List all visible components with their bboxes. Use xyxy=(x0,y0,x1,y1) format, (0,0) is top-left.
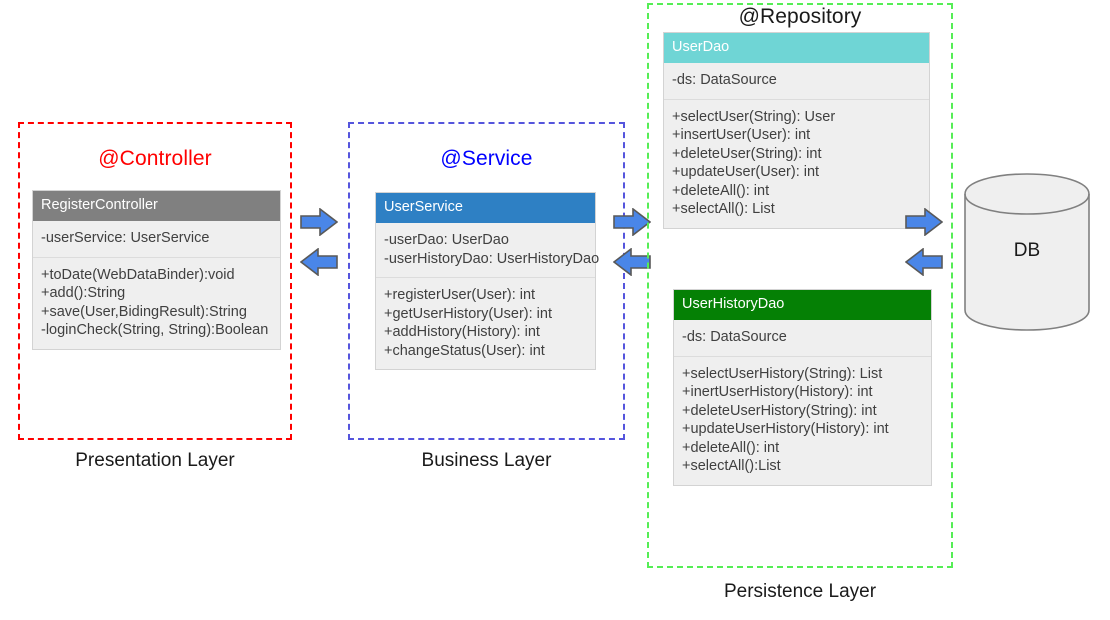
arrow-left-icon xyxy=(905,248,943,276)
operation-row: +deleteUserHistory(String): int xyxy=(682,402,877,419)
class-name-user-history-dao: UserHistoryDao xyxy=(674,290,931,320)
arrow-right-icon xyxy=(300,208,338,236)
presentation-layer-caption: Presentation Layer xyxy=(75,450,235,471)
connector-service-repository xyxy=(613,208,651,276)
controller-annotation-label: @Controller xyxy=(98,147,212,170)
operation-row: +changeStatus(User): int xyxy=(384,342,545,359)
operation-row: +toDate(WebDataBinder):void xyxy=(41,266,235,283)
operation-row: +registerUser(User): int xyxy=(384,287,536,303)
class-box-user-dao[interactable]: UserDao -ds: DataSource +selectUser(Stri… xyxy=(663,32,930,229)
attributes-compartment-register-controller: -userService: UserService xyxy=(33,221,280,258)
persistence-layer-boundary xyxy=(647,3,953,568)
operation-row: +deleteAll(): int xyxy=(682,439,780,456)
attributes-compartment-user-history-dao: -ds: DataSource xyxy=(674,320,931,357)
operation-row: +inertUserHistory(History): int xyxy=(682,384,873,400)
service-annotation-label: @Service xyxy=(440,147,533,170)
attributes-compartment-user-service: -userDao: UserDao -userHistoryDao: UserH… xyxy=(376,223,600,278)
class-box-user-history-dao[interactable]: UserHistoryDao -ds: DataSource +selectUs… xyxy=(673,289,932,486)
operation-row: +insertUser(User): int xyxy=(672,127,811,143)
business-layer-caption: Business Layer xyxy=(421,450,552,471)
arrow-right-icon xyxy=(905,208,943,236)
attribute-row: -userDao: UserDao xyxy=(384,232,509,248)
operations-compartment-user-dao: +selectUser(String): User +insertUser(Us… xyxy=(664,99,929,228)
arrow-left-icon xyxy=(613,248,651,276)
operation-row: +selectUserHistory(String): List xyxy=(682,365,883,382)
class-box-user-service[interactable]: UserService -userDao: UserDao -userHisto… xyxy=(375,192,600,370)
operations-compartment-register-controller: +toDate(WebDataBinder):void +add():Strin… xyxy=(33,257,280,349)
operation-row: +deleteUser(String): int xyxy=(672,145,822,162)
attribute-row: -userService: UserService xyxy=(41,230,210,246)
attribute-row: -ds: DataSource xyxy=(682,329,787,345)
persistence-layer-caption: Persistence Layer xyxy=(723,581,877,602)
operations-compartment-user-service: +registerUser(User): int +getUserHistory… xyxy=(376,278,595,369)
class-name-user-dao: UserDao xyxy=(664,33,929,63)
operation-row: +getUserHistory(User): int xyxy=(384,305,552,322)
class-box-register-controller[interactable]: RegisterController -userService: UserSer… xyxy=(32,190,281,350)
connector-controller-service xyxy=(300,208,338,276)
operation-row: +deleteAll(): int xyxy=(672,182,770,199)
operation-row: +selectAll(): List xyxy=(672,201,775,217)
attribute-row: -userHistoryDao: UserHistoryDao xyxy=(384,250,600,267)
arrow-left-icon xyxy=(300,248,338,276)
operation-row: -loginCheck(String, String):Boolean xyxy=(41,322,269,338)
operation-row: +selectUser(String): User xyxy=(672,108,836,125)
database-label: DB xyxy=(1013,240,1041,261)
class-name-user-service: UserService xyxy=(376,193,595,223)
connector-repository-database xyxy=(905,208,943,276)
operation-row: +add():String xyxy=(41,285,126,301)
business-layer-boundary xyxy=(348,122,625,440)
operation-row: +selectAll():List xyxy=(682,458,781,474)
operation-row: +updateUserHistory(History): int xyxy=(682,421,889,437)
operation-row: +addHistory(History): int xyxy=(384,324,540,340)
arrow-right-icon xyxy=(613,208,651,236)
presentation-layer-boundary xyxy=(18,122,292,440)
class-name-register-controller: RegisterController xyxy=(33,191,280,221)
operation-row: +updateUser(User): int xyxy=(672,164,820,180)
operations-compartment-user-history-dao: +selectUserHistory(String): List +inertU… xyxy=(674,356,931,485)
repository-annotation-label: @Repository xyxy=(738,5,862,28)
operation-row: +save(User,BidingResult):String xyxy=(41,303,247,320)
database-cylinder-icon xyxy=(963,172,1091,332)
attributes-compartment-user-dao: -ds: DataSource xyxy=(664,63,929,100)
attribute-row: -ds: DataSource xyxy=(672,72,777,88)
